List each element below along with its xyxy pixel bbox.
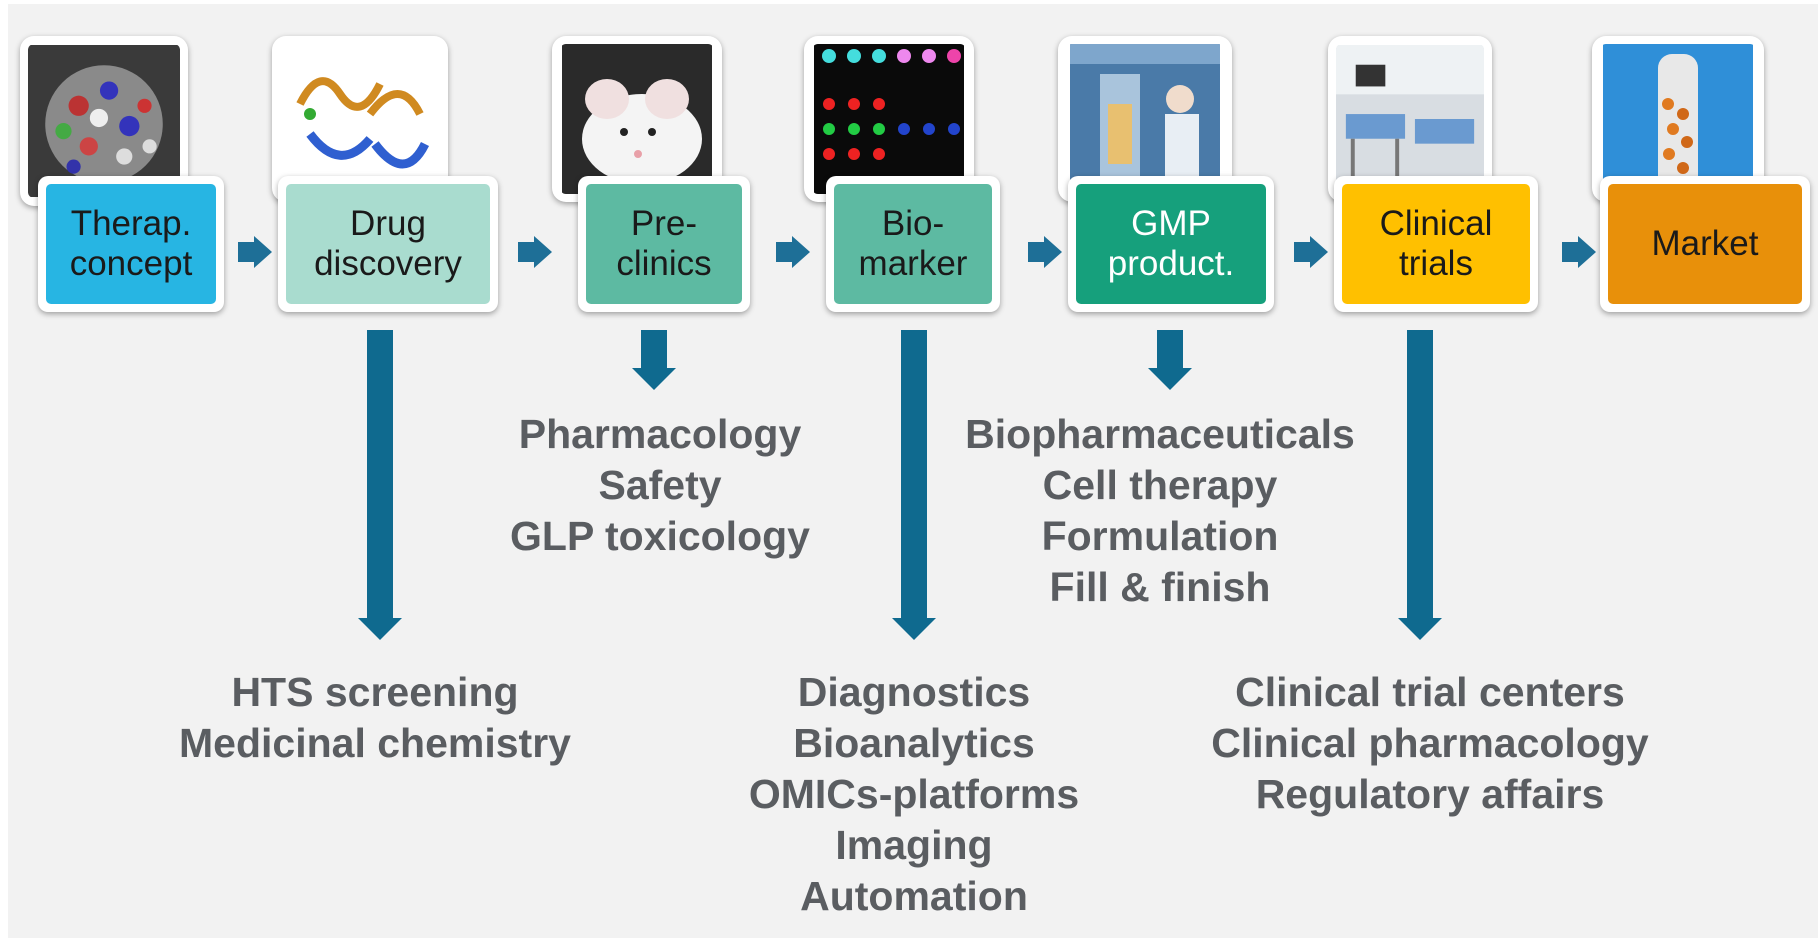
activity-item: Clinical trial centers	[1235, 669, 1625, 715]
stage-fill: Drug discovery	[286, 184, 490, 304]
activity-item: GLP toxicology	[510, 513, 810, 559]
preclinics-activities: Pharmacology Safety GLP toxicology	[460, 409, 860, 562]
activity-item: Pharmacology	[518, 411, 802, 457]
stage-label: Clinical trials	[1379, 204, 1493, 283]
drug-discovery-activities: HTS screening Medicinal chemistry	[150, 667, 600, 769]
activity-item: Fill & finish	[1049, 564, 1271, 610]
white-mouse-photo	[552, 36, 722, 202]
pill-tube-photo	[1592, 36, 1764, 202]
activity-item: Safety	[598, 462, 722, 508]
stage-fill: Pre- clinics	[586, 184, 742, 304]
stage-market: Market	[1600, 176, 1810, 312]
activity-item: Biopharmaceuticals	[965, 411, 1355, 457]
activity-item: HTS screening	[231, 669, 519, 715]
activity-item: Bioanalytics	[793, 720, 1035, 766]
biomarker-activities: Diagnostics Bioanalytics OMICs-platforms…	[714, 667, 1114, 922]
protein-molecule-photo	[20, 36, 188, 206]
stage-biomarker: Bio- marker	[826, 176, 1000, 312]
hospital-beds-photo	[1328, 36, 1492, 202]
activity-item: Medicinal chemistry	[179, 720, 571, 766]
stage-drug-discovery: Drug discovery	[278, 176, 498, 312]
protein-ribbon-structure	[272, 36, 448, 202]
stage-label: Therap. concept	[69, 204, 193, 283]
stage-fill: Bio- marker	[834, 184, 992, 304]
activity-item: Regulatory affairs	[1255, 771, 1605, 817]
activity-item: Formulation	[1041, 513, 1279, 559]
stage-fill: GMP product.	[1076, 184, 1266, 304]
microarray-dots-photo	[804, 36, 974, 202]
stage-label: Drug discovery	[314, 204, 462, 283]
stage-clinical-trials: Clinical trials	[1334, 176, 1538, 312]
stage-label: Pre- clinics	[616, 204, 712, 283]
bioreactor-lab-photo	[1058, 36, 1232, 202]
stage-fill: Market	[1608, 184, 1802, 304]
activity-item: Automation	[800, 873, 1028, 919]
stage-label: Bio- marker	[858, 204, 968, 283]
stage-preclinics: Pre- clinics	[578, 176, 750, 312]
stage-fill: Clinical trials	[1342, 184, 1530, 304]
stage-label: GMP product.	[1107, 204, 1235, 283]
stage-gmp-production: GMP product.	[1068, 176, 1274, 312]
stage-therapeutic-concept: Therap. concept	[38, 176, 224, 312]
activity-item: Cell therapy	[1042, 462, 1278, 508]
activity-item: Diagnostics	[797, 669, 1031, 715]
stage-fill: Therap. concept	[46, 184, 216, 304]
activity-item: Imaging	[835, 822, 993, 868]
clinical-activities: Clinical trial centers Clinical pharmaco…	[1170, 667, 1690, 820]
activity-item: OMICs-platforms	[748, 771, 1080, 817]
gmp-activities: Biopharmaceuticals Cell therapy Formulat…	[930, 409, 1390, 613]
stage-label: Market	[1651, 224, 1759, 263]
activity-item: Clinical pharmacology	[1211, 720, 1649, 766]
